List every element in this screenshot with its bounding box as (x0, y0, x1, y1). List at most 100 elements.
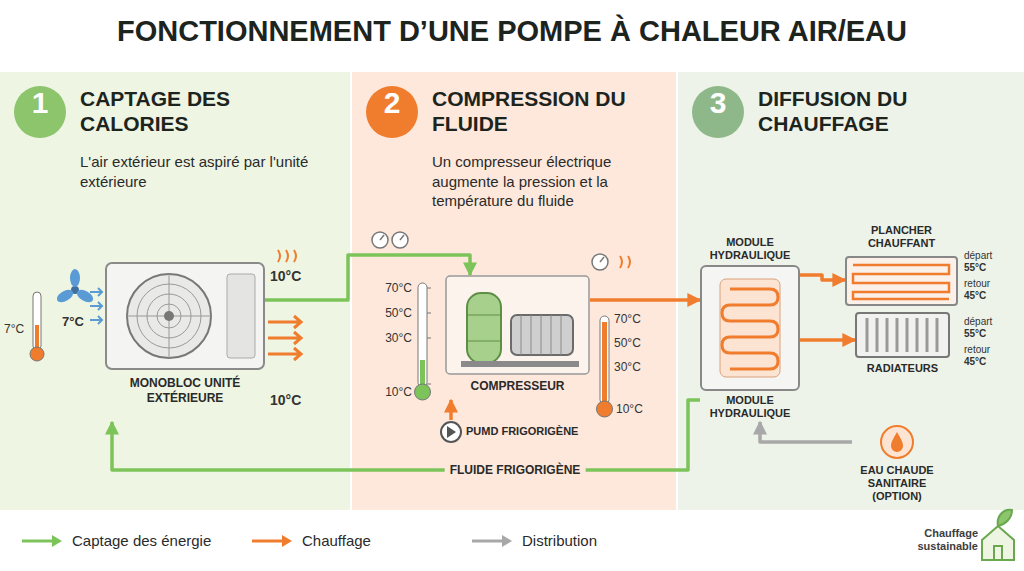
step-number: 1 (14, 86, 66, 138)
underfloor-heating-art (845, 224, 958, 306)
thermometer-icon (415, 283, 432, 400)
node-heading: CAPTAGE DES CALORIES (80, 86, 330, 136)
refrigerant-pump: PUMD FRIGORIGÈNE (438, 420, 603, 444)
temperature-label: retour (964, 344, 990, 356)
compressor-art (467, 293, 501, 363)
fan-icon (55, 269, 96, 305)
temperature-label: 70°C (370, 281, 412, 295)
temperature-label: 10°C (270, 392, 301, 408)
legend-swatch (250, 534, 294, 548)
refrigerant-pump-art (439, 420, 463, 444)
node-heading: COMPRESSION DU FLUIDE (432, 86, 662, 136)
temperature-label: 7°C (62, 314, 84, 329)
air-arrows (90, 288, 102, 324)
temperature-label: départ (964, 250, 992, 262)
logo-text: Chauffage sustainable (904, 527, 978, 553)
heat-arrows (268, 316, 301, 360)
outdoor-unit-art (164, 311, 174, 321)
temperature-label: 45°C (964, 356, 986, 368)
flow-connector (265, 255, 470, 300)
radiator-art (867, 318, 937, 352)
hydraulic-module-art (701, 266, 799, 390)
step-number: 3 (692, 86, 744, 138)
node-heading: PUMD FRIGORIGÈNE (466, 425, 603, 438)
hot-water-tank-art (879, 424, 915, 460)
legend-text: Captage des énergie (72, 532, 211, 549)
hot-water-tank-art (881, 426, 913, 458)
process-panel: CAPTAGE DES CALORIESL'air extérieur est … (0, 72, 350, 510)
node-heading: RADIATEURS (855, 362, 950, 375)
node-heading: DIFFUSION DU CHAUFFAGE (758, 86, 1008, 136)
underfloor-heating-art (853, 265, 949, 299)
refrigerant-pump-art (441, 422, 461, 442)
temperature-label: 7°C (4, 322, 24, 336)
heat-wave-icon (278, 250, 296, 262)
legend-text: Distribution (522, 532, 597, 549)
hydraulic-module-art (720, 279, 780, 377)
step-number: 2 (366, 86, 418, 138)
temperature-label: 10°C (616, 402, 643, 416)
compressor-art (467, 315, 501, 341)
underfloor-heating: PLANCHER CHAUFFANT (845, 224, 958, 306)
node-heading: COMPRESSEUR (445, 379, 590, 393)
legend-swatch (20, 534, 64, 548)
temperature-label: 50°C (614, 336, 641, 350)
flow-connector (449, 400, 453, 420)
outdoor-unit-art (127, 274, 211, 358)
underfloor-heating-art (846, 257, 957, 305)
hot-water-tank-art (891, 432, 903, 452)
hot-water-tank: EAU CHAUDE SANITAIRE (OPTION) (852, 424, 942, 506)
outdoor-unit-art (106, 263, 264, 369)
hydraulic-module: MODULE HYDRAULIQUE MODULE HYDRAULIQUE (700, 236, 800, 422)
compressor-art (446, 276, 589, 374)
node-text: Un compresseur électrique augmente la pr… (432, 152, 657, 211)
temperature-label: retour (964, 278, 990, 290)
node-heading: 2 (366, 86, 418, 120)
panel-ground (678, 72, 1024, 510)
heat-wave-icon (620, 256, 630, 268)
hydraulic-module-art (722, 289, 778, 369)
node-heading: MONOBLOC UNITÉ EXTÉRIEURE (105, 376, 265, 406)
compressor-art (511, 315, 573, 355)
radiator-art (856, 313, 949, 357)
flow-connector (590, 298, 700, 302)
panel-ground (352, 72, 676, 510)
temperature-label: 10°C (370, 385, 412, 399)
node-heading: 1 (14, 86, 66, 120)
temperature-label: départ (964, 316, 992, 328)
diagram-title: FONCTIONNEMENT D’UNE POMPE À CHALEUR AIR… (0, 14, 1024, 49)
thermometer-icon (597, 316, 613, 417)
temperature-label: 45°C (964, 290, 986, 302)
flow-connector (760, 422, 852, 442)
refrigerant-pump-art (447, 426, 456, 438)
temperature-label: 55°C (964, 262, 986, 274)
legend-text: Chauffage (302, 532, 371, 549)
node-text: MODULE HYDRAULIQUE (700, 394, 800, 420)
temperature-label: 30°C (614, 360, 641, 374)
temperature-label: 50°C (370, 306, 412, 320)
flow-connector (800, 338, 855, 342)
compressor: COMPRESSEUR (445, 275, 590, 400)
thermometer-icon (30, 292, 44, 361)
pressure-gauge (372, 232, 608, 270)
node-heading: EAU CHAUDE SANITAIRE (OPTION) (852, 464, 942, 504)
outdoor-unit: MONOBLOC UNITÉ EXTÉRIEURE (105, 262, 265, 422)
radiator: RADIATEURS (855, 312, 950, 378)
temperature-label: 55°C (964, 328, 986, 340)
underfloor-heating-art (845, 256, 958, 306)
outdoor-unit-art (227, 274, 255, 358)
compressor-art (461, 361, 579, 367)
panel-ground (0, 72, 350, 510)
compressor-art (445, 275, 590, 375)
temperature-label: 30°C (370, 331, 412, 345)
logo-icon (982, 510, 1014, 560)
hydraulic-module-art (700, 265, 800, 391)
legend-swatch (470, 534, 514, 548)
outdoor-unit-art (127, 274, 211, 358)
flow-connector (800, 275, 845, 280)
node-heading: MODULE HYDRAULIQUE (700, 236, 800, 262)
flow-connector (112, 400, 700, 470)
node-heading: 3 (692, 86, 744, 120)
outdoor-unit-art (105, 262, 265, 370)
